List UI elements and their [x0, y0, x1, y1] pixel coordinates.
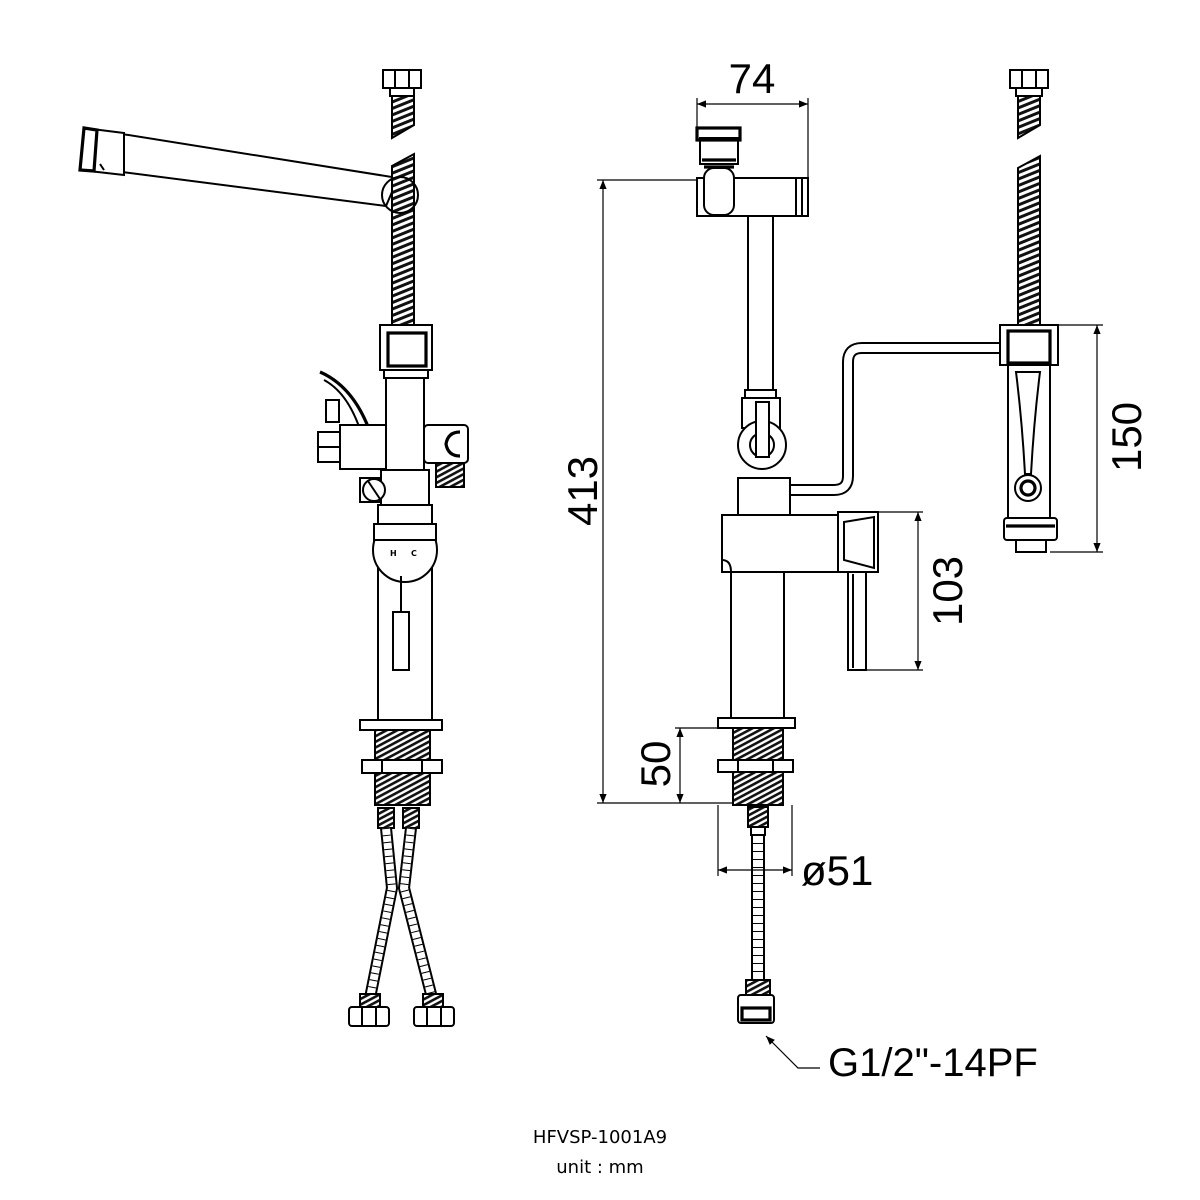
dimension-shank-height: 50 — [632, 727, 718, 803]
body-tube — [385, 377, 425, 479]
base-flange — [359, 719, 443, 731]
hose-lower-segment — [1017, 154, 1041, 326]
hose-top-nut — [382, 69, 422, 89]
front-view — [695, 126, 879, 1024]
dimension-label-lever-height: 103 — [924, 556, 971, 626]
body-base-block — [377, 504, 433, 526]
vertical-pipe — [747, 215, 774, 393]
collar-inner — [386, 331, 428, 368]
base-flange — [717, 717, 796, 729]
nut-line — [367, 480, 381, 500]
hose-upper-segment — [1017, 95, 1041, 140]
mounting-nut — [361, 759, 443, 774]
cold-mark: C — [411, 549, 417, 558]
bracket-pipe — [790, 342, 1002, 496]
dimension-overall-height: 413 — [559, 179, 733, 804]
body-lower-section — [380, 469, 430, 507]
handle-lever — [392, 611, 410, 671]
spray-head-slot — [703, 167, 735, 216]
hose-fitting-left — [377, 807, 395, 829]
hose-upper-segment — [391, 95, 415, 140]
dimension-side-height: 150 — [1050, 324, 1150, 553]
dimension-label-shank-diameter: ø51 — [801, 847, 873, 894]
left-small-block — [325, 399, 340, 423]
thread-callout-label: G1/2"-14PF — [828, 1041, 1038, 1085]
nozzle-aerator-end — [78, 126, 99, 173]
body-neck — [737, 477, 791, 516]
hose-fitting-right — [402, 807, 420, 829]
shank-thread-upper — [732, 727, 784, 761]
spray-trigger-ring — [1014, 474, 1042, 502]
hose-end-fitting-right — [422, 993, 444, 1008]
pipe-handle-lever — [755, 401, 770, 458]
body-column — [730, 559, 785, 719]
side-handle-lever — [847, 571, 867, 671]
dimension-label-top-width: 74 — [729, 55, 776, 102]
side-handle-face — [843, 515, 875, 570]
hose-guide-ring — [381, 176, 419, 214]
dimension-lever-height: 103 — [866, 511, 971, 671]
tee-opening — [444, 430, 461, 458]
nozzle-mark — [99, 163, 105, 171]
dimension-label-side-height: 150 — [1103, 402, 1150, 472]
supply-hose-left — [364, 827, 399, 1000]
shank-thread-lower — [732, 771, 784, 806]
dimension-label-overall-height: 413 — [559, 456, 606, 526]
hose-end-nut-thread — [740, 1006, 772, 1022]
unit-note: unit : mm — [556, 1157, 643, 1178]
spray-trigger-ring-inner — [1019, 479, 1037, 497]
supply-hose-right — [397, 827, 438, 1000]
hose-top-neck — [1015, 87, 1043, 97]
thread-callout: G1/2"-14PF — [765, 1035, 1038, 1085]
hot-mark: H — [390, 549, 397, 558]
main-body — [721, 514, 839, 573]
dimension-label-shank-height: 50 — [632, 741, 679, 788]
model-number: HFVSP-1001A9 — [533, 1127, 667, 1148]
hose-end-nut-right — [413, 1006, 455, 1027]
left-side-view: H C — [78, 69, 469, 1027]
hose-fitting — [747, 806, 769, 828]
spray-trigger — [1014, 371, 1042, 475]
hose-end-fitting — [745, 979, 771, 996]
dimension-shank-diameter: ø51 — [717, 805, 873, 894]
column-fillet — [721, 559, 732, 573]
hose-end-fitting-left — [359, 993, 381, 1008]
dimension-top-width: 74 — [696, 55, 809, 178]
hose-fitting-neck — [750, 826, 766, 836]
spray-handle-bottom — [1003, 517, 1058, 541]
ring-cap — [373, 523, 437, 541]
hose-top-nut — [1009, 69, 1049, 89]
mounting-nut — [717, 759, 794, 773]
hose-end-nut-left — [348, 1006, 390, 1027]
hose-top-neck — [389, 87, 415, 97]
shank-thread-upper — [374, 729, 431, 761]
tee-threaded-outlet — [435, 462, 465, 488]
spray-holder-inner — [1006, 329, 1052, 365]
collar-neck — [383, 369, 429, 379]
spout-tube — [121, 132, 400, 208]
spray-side-view — [999, 69, 1059, 553]
shank-thread-lower — [374, 772, 431, 806]
aerator-cap — [695, 126, 742, 142]
left-valve-block — [339, 424, 387, 470]
spray-connector — [1015, 539, 1047, 553]
